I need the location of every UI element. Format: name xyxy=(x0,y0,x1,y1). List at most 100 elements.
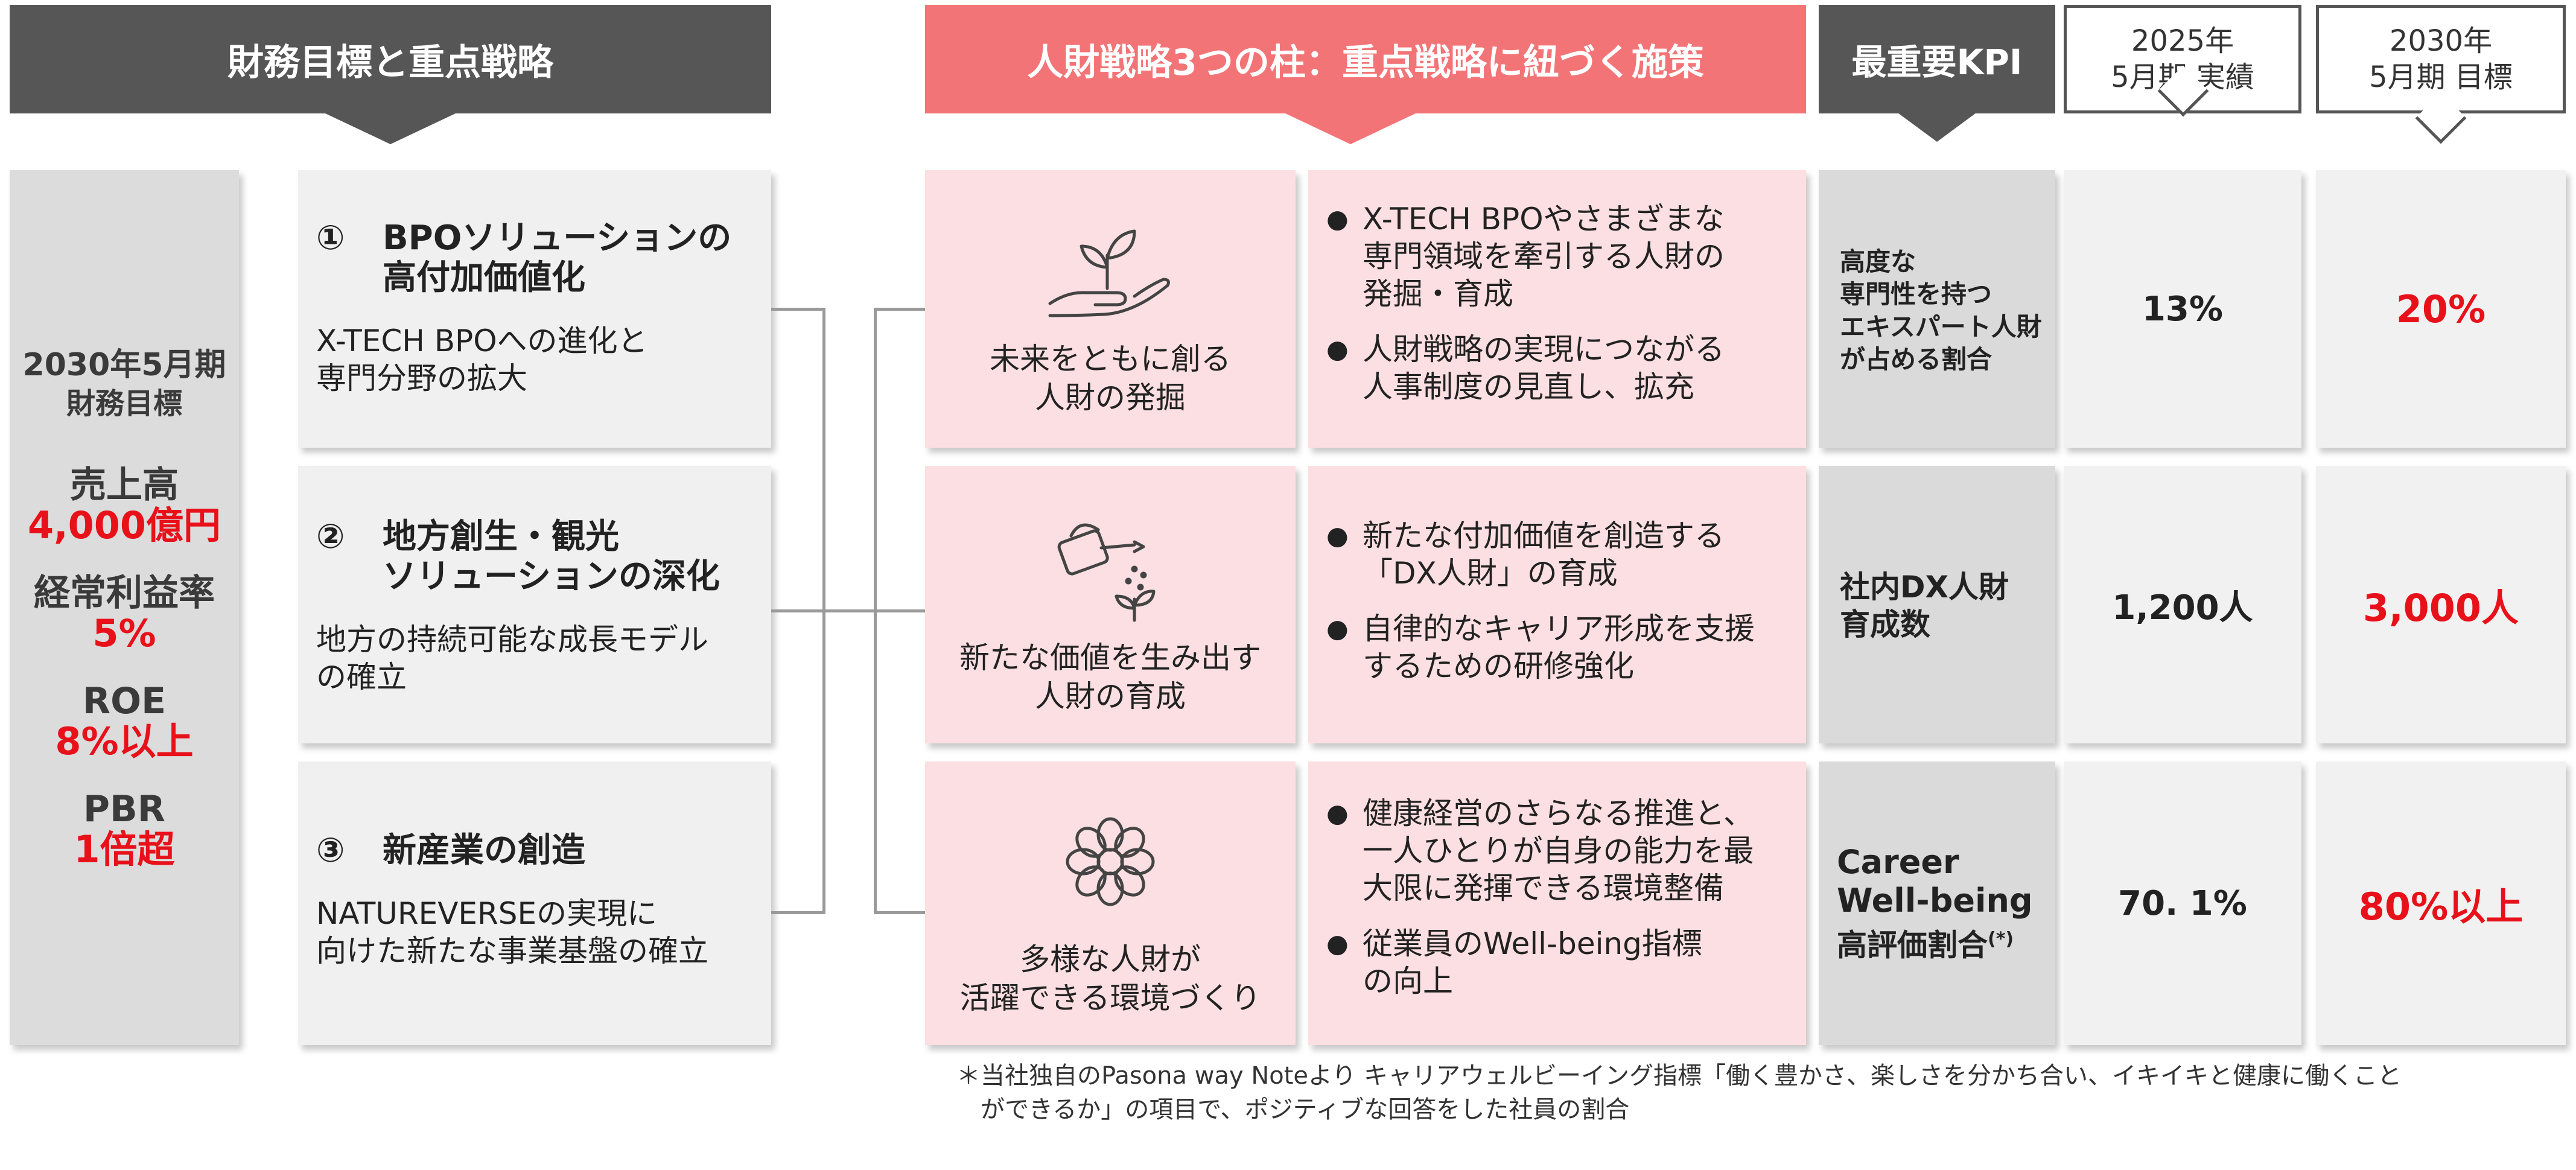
header-kpi-label: 最重要KPI xyxy=(1851,42,2023,83)
measure-item: 自律的なキャリア形成を支援 するための研修強化 xyxy=(1326,610,1794,685)
seedling-hand-icon xyxy=(1048,229,1170,317)
strategy-desc-line2: の確立 xyxy=(316,660,407,695)
financial-targets-panel: 2030年5月期 財務目標 売上高 4,000億円 経常利益率 5% ROE 8… xyxy=(10,170,239,1045)
connector-line xyxy=(874,911,925,914)
kpi-line: Career xyxy=(1837,843,1959,881)
financial-label-line1: 2030年5月期 xyxy=(22,346,226,383)
pillar-card-3: 多様な人財が 活躍できる環境づくり xyxy=(925,761,1296,1045)
strategy-number: ② xyxy=(316,517,345,556)
measure-line: 人財戦略の実現につながる xyxy=(1363,332,1725,367)
actual-value: 1,200人 xyxy=(2112,588,2253,628)
measure-line: 発掘・育成 xyxy=(1363,276,1513,311)
target-value: 3,000人 xyxy=(2362,586,2519,630)
kpi-line: 育成数 xyxy=(1840,607,1930,642)
financial-value: 5% xyxy=(92,611,156,655)
measure-line: 「DX人財」の育成 xyxy=(1363,556,1618,591)
measure-line: 健康経営のさらなる推進と、 xyxy=(1363,796,1754,831)
measure-line: 従業員のWell-being指標 xyxy=(1363,926,1702,961)
connector-line xyxy=(822,609,877,612)
target-value-card-2: 3,000人 xyxy=(2316,466,2566,743)
measure-item: 健康経営のさらなる推進と、 一人ひとりが自身の能力を最 大限に発揮できる環境整備 xyxy=(1326,795,1794,907)
kpi-line: Well-being xyxy=(1837,882,2033,920)
financial-value: 4,000億円 xyxy=(27,503,221,547)
strategy-number: ① xyxy=(316,218,345,258)
strategy-title: ③ 新産業の創造 xyxy=(316,831,771,871)
kpi-line: が占める割合 xyxy=(1840,345,1992,374)
pillar-card-2: 新たな価値を生み出す 人財の育成 xyxy=(925,466,1296,743)
pillar-measures-3: 健康経営のさらなる推進と、 一人ひとりが自身の能力を最 大限に発揮できる環境整備… xyxy=(1308,761,1806,1045)
header-financial-strategy-label: 財務目標と重点戦略 xyxy=(227,41,553,84)
header-kpi: 最重要KPI xyxy=(1819,5,2055,113)
header-hr-pillars-label: 人財戦略3つの柱：重点戦略に紐づく施策 xyxy=(1027,41,1704,84)
pillar-label-line1: 多様な人財が xyxy=(1020,942,1201,977)
strategy-desc-line1: 地方の持続可能な成長モデル xyxy=(316,622,708,657)
pillar-label-line2: 人財の発掘 xyxy=(1035,380,1186,415)
strategy-desc-line2: 専門分野の拡大 xyxy=(316,361,527,396)
target-value: 80%以上 xyxy=(2358,885,2524,929)
measure-line: するための研修強化 xyxy=(1363,649,1634,684)
measure-line: 専門領域を牽引する人財の xyxy=(1363,239,1725,274)
measure-line: X-TECH BPOやさまざまな xyxy=(1363,202,1725,237)
header-hr-arrow xyxy=(1284,113,1417,144)
strategy-title: ② 地方創生・観光 xyxy=(316,517,771,557)
strategy-card-3: ③ 新産業の創造 NATUREVERSEの実現に 向けた新たな事業基盤の確立 xyxy=(298,761,771,1045)
kpi-line-text: 高評価割合 xyxy=(1837,927,1988,963)
target-value-card-1: 20% xyxy=(2316,170,2566,448)
connector-line xyxy=(771,911,825,914)
financial-item-margin: 経常利益率 5% xyxy=(34,573,215,654)
strategy-title-line2: 高付加価値化 xyxy=(383,258,585,297)
target-value: 20% xyxy=(2396,287,2486,331)
pillar-card-1: 未来をともに創る 人財の発掘 xyxy=(925,170,1296,448)
pillar-label-line2: 活躍できる環境づくり xyxy=(959,981,1261,1016)
measure-line: 大限に発揮できる環境整備 xyxy=(1363,871,1724,906)
strategy-number: ③ xyxy=(316,831,345,870)
connector-line xyxy=(874,308,925,311)
financial-item-sales: 売上高 4,000億円 xyxy=(28,465,221,546)
pillar-measures-1: X-TECH BPOやさまざまな 専門領域を牽引する人財の 発掘・育成 人財戦略… xyxy=(1308,170,1806,448)
financial-item-pbr: PBR 1倍超 xyxy=(74,789,174,870)
kpi-line: 高度な xyxy=(1840,247,1916,276)
financial-metric: ROE xyxy=(82,679,167,722)
pillar-measures-2: 新たな付加価値を創造する 「DX人財」の育成 自律的なキャリア形成を支援 するた… xyxy=(1308,466,1806,743)
kpi-line: 社内DX人財 xyxy=(1840,570,2009,605)
measure-item: 従業員のWell-being指標 の向上 xyxy=(1326,925,1794,1000)
kpi-line: 高評価割合(*) xyxy=(1837,920,2055,965)
measure-line: 自律的なキャリア形成を支援 xyxy=(1363,611,1755,646)
strategy-desc-line1: NATUREVERSEの実現に xyxy=(316,896,658,931)
pillar-label-line1: 新たな価値を生み出す xyxy=(959,640,1261,675)
measure-item: 人財戦略の実現につながる 人事制度の見直し、拡充 xyxy=(1326,331,1794,405)
footnote-line1: ＊当社独自のPasona way Noteより キャリアウェルビーイング指標「働… xyxy=(956,1062,2402,1090)
strategy-title-line1: 地方創生・観光 xyxy=(383,517,619,556)
financial-item-roe: ROE 8%以上 xyxy=(55,681,193,762)
actual-value: 13% xyxy=(2142,289,2224,329)
financial-label-line2: 財務目標 xyxy=(66,386,182,421)
header-target-line1: 2030年 xyxy=(2389,24,2493,58)
footnote-line2: ができるか」の項目で、ポジティブな回答をした社員の割合 xyxy=(981,1096,1630,1124)
header-target-line2: 5月期 目標 xyxy=(2369,60,2513,94)
connector-line xyxy=(874,609,925,612)
pillar-label-line1: 未来をともに創る xyxy=(990,342,1231,377)
kpi-line: エキスパート人財 xyxy=(1840,312,2042,342)
strategy-title-line1: 新産業の創造 xyxy=(383,831,585,870)
kpi-card-1: 高度な 専門性を持つ エキスパート人財 が占める割合 xyxy=(1819,170,2055,448)
footnote: ＊当社独自のPasona way Noteより キャリアウェルビーイング指標「働… xyxy=(956,1059,2568,1127)
measure-line: の向上 xyxy=(1363,964,1453,999)
header-hr-pillars: 人財戦略3つの柱：重点戦略に紐づく施策 xyxy=(925,5,1806,113)
header-actual-line1: 2025年 xyxy=(2131,24,2234,58)
header-kpi-arrow xyxy=(1898,113,1976,142)
target-value-card-3: 80%以上 xyxy=(2316,761,2566,1045)
strategy-title-line1: BPOソリューションの xyxy=(383,218,732,258)
measure-item: 新たな付加価値を創造する 「DX人財」の育成 xyxy=(1326,517,1794,592)
financial-metric: 経常利益率 xyxy=(34,571,215,614)
strategy-desc: 地方の持続可能な成長モデル の確立 xyxy=(316,621,771,696)
strategy-desc-line2: 向けた新たな事業基盤の確立 xyxy=(316,933,708,968)
measure-item: X-TECH BPOやさまざまな 専門領域を牽引する人財の 発掘・育成 xyxy=(1326,200,1794,313)
measure-line: 人事制度の見直し、拡充 xyxy=(1363,369,1694,404)
actual-value-card-1: 13% xyxy=(2064,170,2301,448)
measure-line: 一人ひとりが自身の能力を最 xyxy=(1363,833,1754,868)
measure-line: 新たな付加価値を創造する xyxy=(1363,518,1725,553)
kpi-card-3: Career Well-being 高評価割合(*) xyxy=(1819,761,2055,1045)
financial-metric: 売上高 xyxy=(70,463,179,506)
